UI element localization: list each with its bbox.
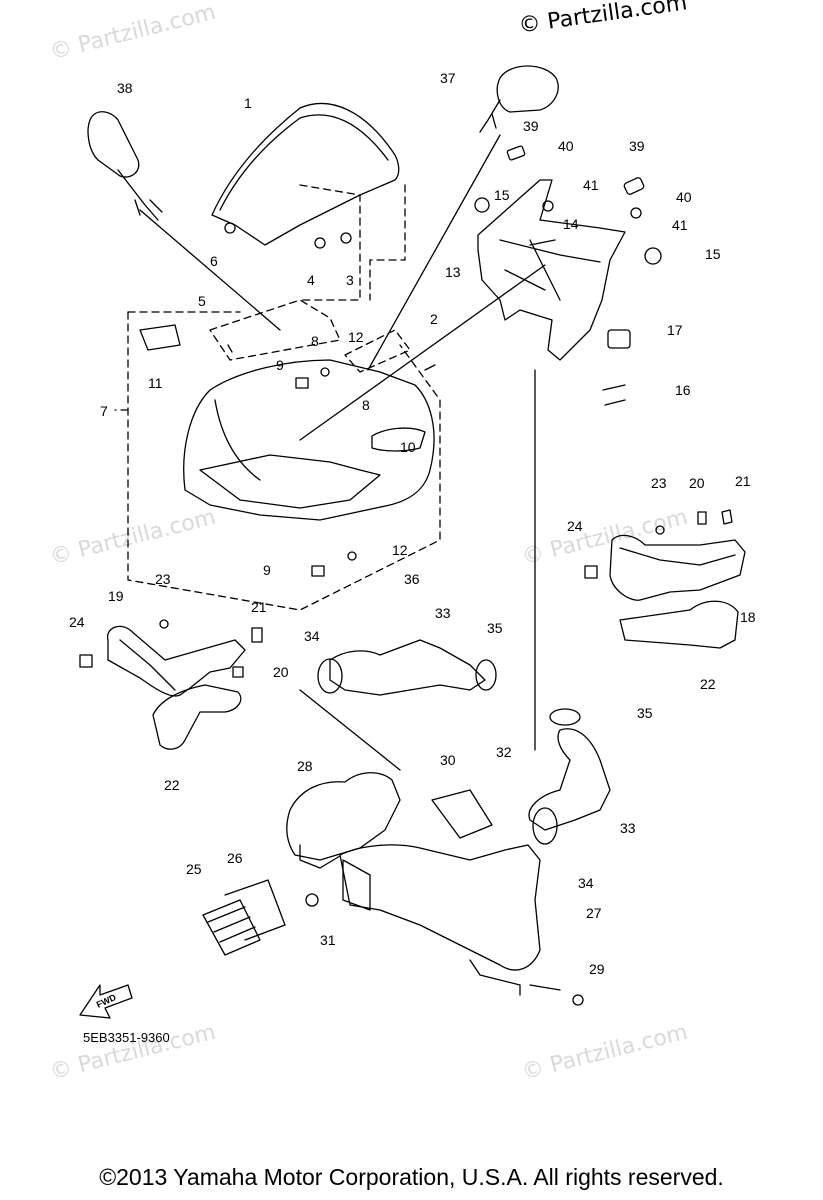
mirror-right — [496, 65, 559, 113]
air-duct-upper — [329, 639, 486, 696]
callout-4: 4 — [307, 272, 315, 288]
cover-left — [152, 684, 242, 750]
callout-17: 17 — [667, 322, 683, 338]
callout-24a: 24 — [567, 518, 583, 534]
copyright-text: ©2013 Yamaha Motor Corporation, U.S.A. A… — [99, 1164, 724, 1190]
callout-12a: 12 — [348, 329, 364, 345]
callout-15a: 15 — [494, 187, 510, 203]
cowling-stay — [477, 179, 626, 361]
callout-7: 7 — [100, 403, 108, 419]
callout-40b: 40 — [676, 189, 692, 205]
callout-36: 36 — [404, 571, 420, 587]
callout-5: 5 — [198, 293, 206, 309]
callout-12b: 12 — [392, 542, 408, 558]
diagram-code: 5EB3351-9360 — [83, 1030, 170, 1045]
callout-11: 11 — [148, 375, 163, 391]
upper-cowling — [183, 359, 435, 521]
inner-panel-left — [107, 625, 246, 697]
callout-41b: 41 — [672, 217, 688, 233]
callout-8a: 8 — [311, 333, 319, 349]
callout-20a: 20 — [689, 475, 705, 491]
air-duct-lower — [528, 728, 611, 831]
callout-26: 26 — [227, 850, 243, 866]
callout-37: 37 — [440, 70, 456, 86]
callout-35b: 35 — [637, 705, 653, 721]
callout-1: 1 — [244, 95, 252, 111]
callout-38: 38 — [117, 80, 133, 96]
callout-31: 31 — [320, 932, 336, 948]
callout-28: 28 — [297, 758, 313, 774]
r6-emblem — [371, 427, 426, 452]
air-duct-28 — [286, 772, 401, 861]
callout-22a: 22 — [700, 676, 716, 692]
fwd-arrow — [79, 984, 133, 1019]
callout-39a: 39 — [523, 118, 539, 134]
intake-grille — [202, 899, 261, 956]
callout-16: 16 — [675, 382, 691, 398]
callout-19: 19 — [108, 588, 124, 604]
callout-35a: 35 — [487, 620, 503, 636]
callout-6: 6 — [210, 253, 218, 269]
callout-40a: 40 — [558, 138, 574, 154]
callout-32: 32 — [496, 744, 512, 760]
callout-20b: 20 — [273, 664, 289, 680]
callout-21b: 21 — [251, 599, 267, 615]
callout-41a: 41 — [583, 177, 599, 193]
callout-23a: 23 — [651, 475, 667, 491]
callout-23b: 23 — [155, 571, 171, 587]
callout-15b: 15 — [705, 246, 721, 262]
callout-8b: 8 — [362, 397, 370, 413]
callout-34b: 34 — [578, 875, 594, 891]
callout-39b: 39 — [629, 138, 645, 154]
callout-22b: 22 — [164, 777, 180, 793]
callout-24b: 24 — [69, 614, 85, 630]
callout-30: 30 — [440, 752, 456, 768]
cover-right — [619, 600, 739, 649]
inner-panel-right — [609, 534, 746, 601]
callout-3: 3 — [346, 272, 354, 288]
air-duct-27 — [339, 844, 541, 971]
callout-25: 25 — [186, 861, 202, 877]
callout-34a: 34 — [304, 628, 320, 644]
windscreen — [211, 102, 400, 246]
mirror-left — [87, 111, 140, 178]
callout-33a: 33 — [435, 605, 451, 621]
callout-2: 2 — [430, 311, 438, 327]
callout-14: 14 — [563, 216, 579, 232]
callout-27: 27 — [586, 905, 602, 921]
callout-21a: 21 — [735, 473, 751, 489]
callout-29: 29 — [589, 961, 605, 977]
callout-10: 10 — [400, 439, 416, 455]
callout-9b: 9 — [263, 562, 271, 578]
callout-33b: 33 — [620, 820, 636, 836]
callout-18: 18 — [740, 609, 756, 625]
callout-13: 13 — [445, 264, 461, 280]
callout-9a: 9 — [276, 357, 284, 373]
